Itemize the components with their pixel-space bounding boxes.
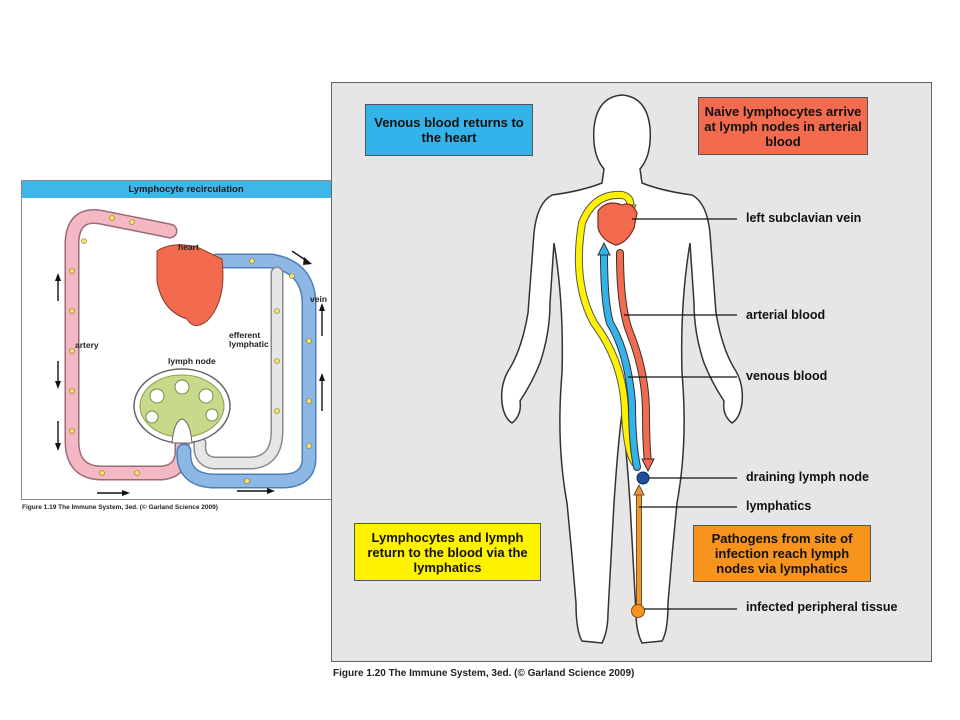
- pathogens-box: Pathogens from site of infection reach l…: [693, 525, 871, 582]
- lymphocyte-circulation-body-figure: Venous blood returns to the heart Naive …: [331, 82, 932, 662]
- artery-label: artery: [75, 340, 99, 350]
- lymphocyte-recirculation-figure: Lymphocyte recirculation: [21, 180, 351, 500]
- heart-label: heart: [178, 242, 199, 252]
- lymph-node-label: lymph node: [168, 356, 216, 366]
- vein-label: vein: [310, 294, 328, 304]
- venous-return-box: Venous blood returns to the heart: [365, 104, 533, 156]
- human-body-diagram: [500, 94, 744, 644]
- left-subclavian-vein-label: left subclavian vein: [746, 211, 862, 225]
- draining-lymph-node-label: draining lymph node: [746, 470, 869, 484]
- efferent-label: efferent: [229, 330, 261, 340]
- lymph-return-box: Lymphocytes and lymph return to the bloo…: [354, 523, 541, 581]
- naive-lymphocytes-box: Naive lymphocytes arrive at lymph nodes …: [698, 97, 868, 155]
- heart-icon: [597, 202, 638, 246]
- recirculation-diagram: [55, 209, 325, 496]
- venous-blood-label: venous blood: [746, 369, 828, 383]
- draining-lymph-node-icon: [636, 471, 650, 485]
- infected-tissue-icon: [631, 604, 645, 618]
- figure-title: Lymphocyte recirculation: [22, 181, 350, 198]
- right-figure-caption: Figure 1.20 The Immune System, 3ed. (© G…: [333, 668, 635, 679]
- lymphatic-label: lymphatic: [229, 339, 269, 349]
- left-figure-caption: Figure 1.19 The Immune System, 3ed. (© G…: [22, 504, 218, 511]
- arterial-blood-label: arterial blood: [746, 308, 826, 322]
- infected-peripheral-tissue-label: infected peripheral tissue: [746, 600, 898, 614]
- lymphatics-label: lymphatics: [746, 499, 812, 513]
- heart-shape: [156, 244, 224, 326]
